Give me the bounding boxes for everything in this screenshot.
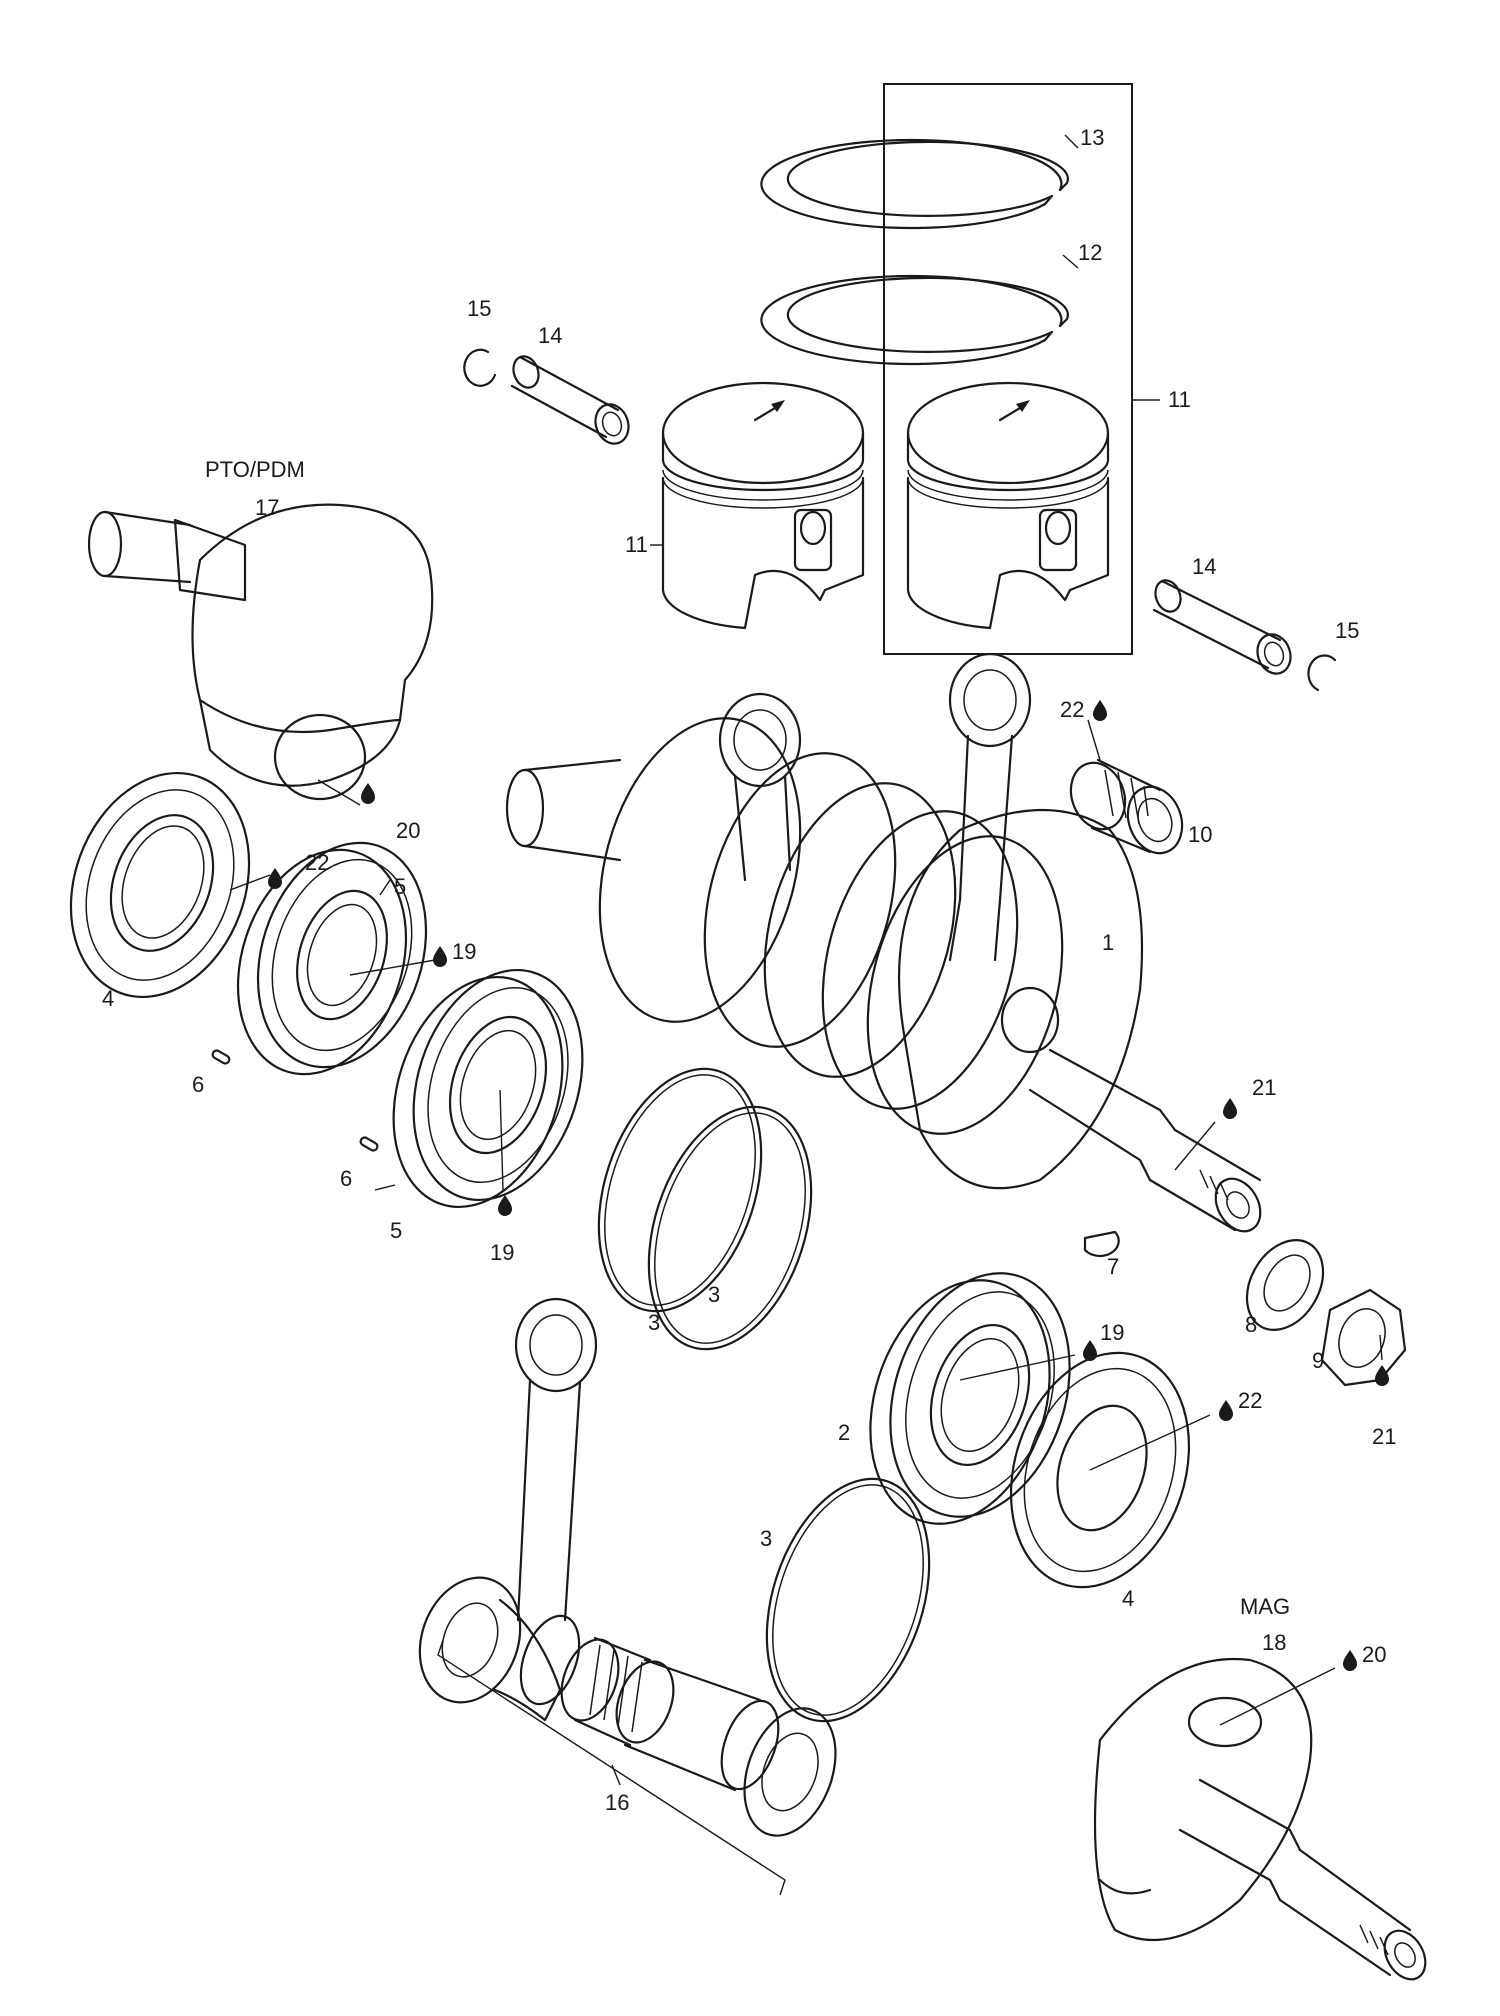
oil-drop-icon <box>1093 700 1107 721</box>
crankshaft-nut <box>1320 1288 1407 1387</box>
piston-kit-frame <box>883 83 1160 655</box>
callout-16: 16 <box>605 1790 629 1815</box>
callout-19-lower: 19 <box>490 1240 514 1265</box>
callout-11-kit: 11 <box>1168 387 1191 412</box>
callout-20-mag: 20 <box>1362 1642 1386 1667</box>
ball-bearing-lower <box>392 968 584 1209</box>
needle-bearing-small-end <box>1069 758 1184 855</box>
callout-3-a: 3 <box>648 1310 660 1335</box>
callout-17: 17 <box>255 495 279 520</box>
o-ring-lower <box>765 1477 931 1723</box>
circlip-left <box>463 348 497 387</box>
callout-1: 1 <box>1102 930 1114 955</box>
o-ring-upper-right <box>647 1105 813 1351</box>
callout-7: 7 <box>1107 1254 1119 1279</box>
oil-drop-icon <box>498 1195 512 1216</box>
callout-21-shaft: 21 <box>1252 1075 1276 1100</box>
callout-19-mag: 19 <box>1100 1320 1124 1345</box>
oil-drop-icon <box>1343 1650 1357 1671</box>
piston-ring-13 <box>760 138 1069 230</box>
callout-4-left: 4 <box>102 986 114 1011</box>
piston-right <box>906 381 1110 630</box>
piston-pin-right <box>1152 579 1292 675</box>
callout-9: 9 <box>1312 1348 1324 1373</box>
ball-bearing-upper <box>236 841 428 1076</box>
oil-seal-mag <box>1009 1351 1191 1589</box>
oil-drop-icon <box>1223 1098 1237 1119</box>
mag-crank-half <box>1093 1657 1427 1981</box>
lock-washer <box>1245 1238 1325 1332</box>
callout-22-top: 22 <box>1060 697 1084 722</box>
callout-14-left: 14 <box>538 323 562 348</box>
oil-drop-icon <box>268 868 282 889</box>
callout-10: 10 <box>1188 822 1212 847</box>
piston-left <box>661 381 865 630</box>
piston-ring-12 <box>760 274 1069 366</box>
o-ring-upper-left <box>597 1067 763 1313</box>
callout-5-upper: 5 <box>394 874 406 899</box>
callout-15-right: 15 <box>1335 618 1359 643</box>
circlip-right <box>1307 654 1337 692</box>
oil-drop-icon <box>433 946 447 967</box>
dowel-pin-upper <box>211 1049 231 1065</box>
callout-22-mag: 22 <box>1238 1388 1262 1413</box>
oil-drop-icon <box>1375 1365 1389 1386</box>
oil-drop-icon <box>1219 1400 1233 1421</box>
woodruff-key <box>1083 1230 1120 1258</box>
leader-lines <box>229 134 1383 1726</box>
callout-19-upper: 19 <box>452 939 476 964</box>
callout-15-left: 15 <box>467 296 491 321</box>
mag-label: MAG <box>1240 1594 1290 1619</box>
callout-14-right: 14 <box>1192 554 1216 579</box>
callout-6-upper: 6 <box>192 1072 204 1097</box>
callout-21-nut: 21 <box>1372 1424 1396 1449</box>
callout-3-b: 3 <box>708 1282 720 1307</box>
connecting-rod-kit <box>418 1297 837 1896</box>
callout-11-piston: 11 <box>625 532 648 557</box>
callout-3-c: 3 <box>760 1526 772 1551</box>
callout-22-left: 22 <box>305 850 329 875</box>
callout-5-lower: 5 <box>390 1218 402 1243</box>
callout-6-lower: 6 <box>340 1166 352 1191</box>
pto-label: PTO/PDM <box>205 457 305 482</box>
callout-12: 12 <box>1078 240 1102 265</box>
ball-bearing-mag <box>869 1272 1071 1525</box>
piston-pin-left <box>510 355 630 445</box>
pto-crank-half <box>87 503 434 801</box>
callout-18: 18 <box>1262 1630 1286 1655</box>
oil-drop-icon <box>361 783 375 804</box>
callout-13: 13 <box>1080 125 1104 150</box>
oil-seal-left <box>69 771 251 999</box>
callout-8: 8 <box>1245 1312 1257 1337</box>
dowel-pin-lower <box>359 1136 379 1152</box>
callout-labels: PTO/PDM 17 MAG 18 13 12 11 11 15 14 14 1… <box>102 125 1396 1815</box>
callout-2: 2 <box>838 1420 850 1445</box>
callout-4-mag: 4 <box>1122 1586 1134 1611</box>
crankshaft-assembly <box>505 652 1262 1233</box>
callout-20-pto: 20 <box>396 818 420 843</box>
oil-drop-icon <box>1083 1340 1097 1361</box>
